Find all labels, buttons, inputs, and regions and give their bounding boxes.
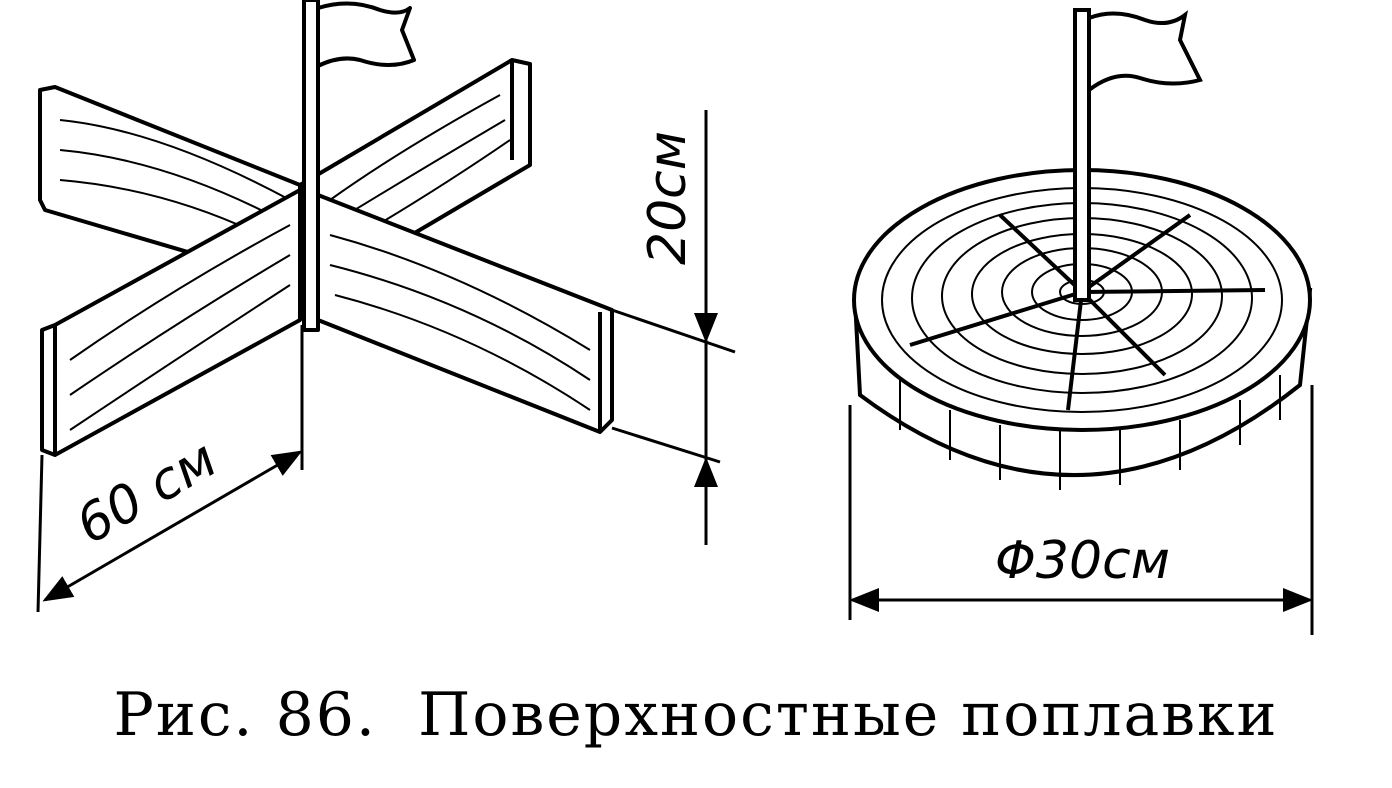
height-dimension — [611, 110, 736, 545]
flag-icon — [302, 0, 416, 332]
left-front-board — [40, 188, 302, 457]
flag-icon — [1073, 8, 1203, 302]
cross-float — [38, 0, 614, 457]
disc-float — [852, 8, 1313, 490]
width-dimension — [36, 325, 304, 613]
caption-number: Рис. 86. — [113, 680, 377, 750]
figure-caption: Рис. 86. Поверхностные поплавки — [0, 680, 1392, 750]
diameter-label: Φ30см — [995, 531, 1170, 591]
height-label: 20см — [638, 131, 698, 265]
width-label: 60 см — [67, 429, 227, 556]
caption-title: Поверхностные поплавки — [418, 680, 1279, 750]
diameter-dimension — [848, 385, 1314, 635]
radial-cracks — [909, 213, 1266, 411]
right-front-board — [316, 193, 614, 434]
